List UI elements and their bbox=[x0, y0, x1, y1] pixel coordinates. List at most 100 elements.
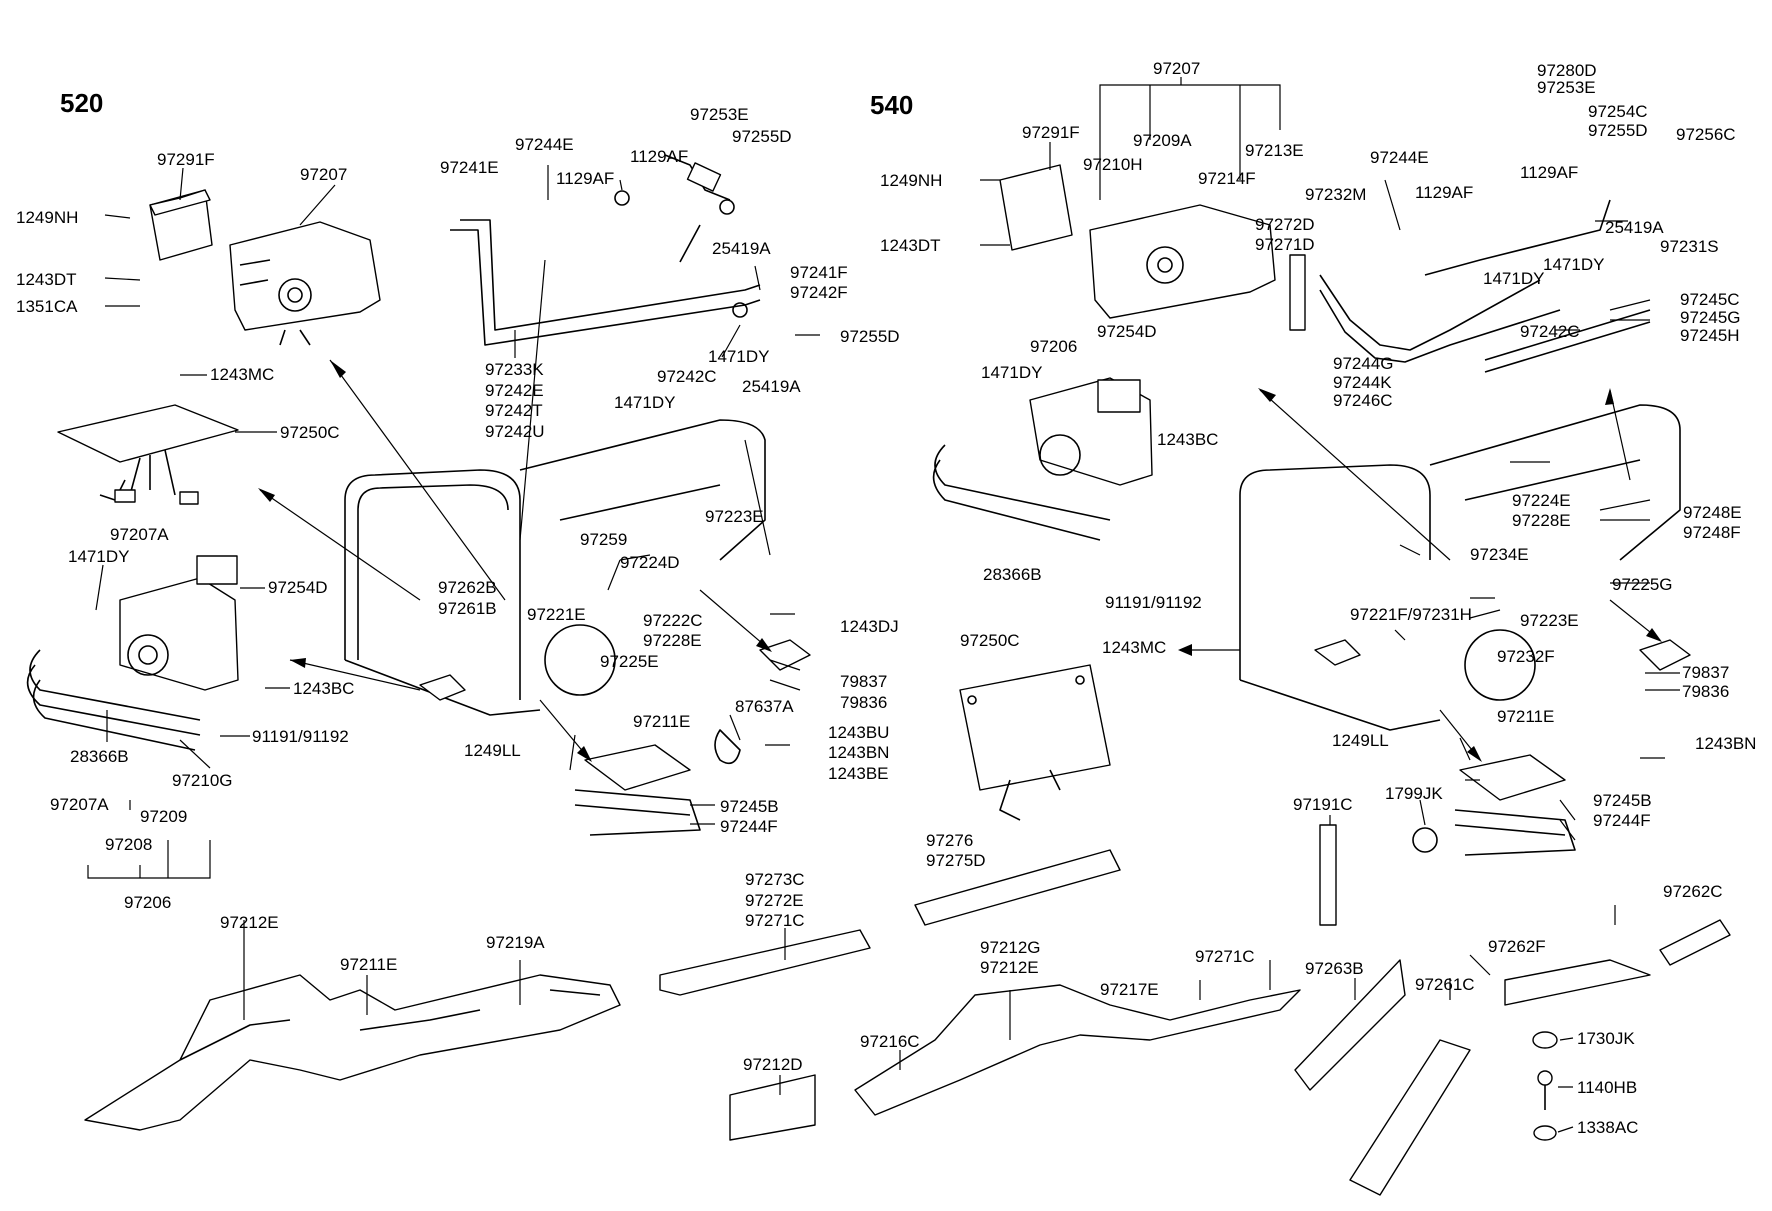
part-label: 1471DY bbox=[614, 393, 675, 412]
part-label: 97280D bbox=[1537, 61, 1597, 80]
part-label: 97254D bbox=[268, 578, 328, 597]
part-label: 1129AF bbox=[630, 147, 688, 166]
vehicle-body-540 bbox=[1239, 404, 1681, 731]
labels-540: 97207 97291F 97209A 97213E 97210H 97214F… bbox=[860, 59, 1756, 1137]
part-label: 97291F bbox=[1022, 123, 1080, 142]
part-label: 97228E bbox=[1512, 511, 1571, 530]
part-label: 97223E bbox=[1520, 611, 1579, 630]
part-label: 1243DT bbox=[16, 270, 76, 289]
fasteners-540 bbox=[1532, 1031, 1558, 1141]
part-label: 97206 bbox=[124, 893, 171, 912]
part-label: 97209 bbox=[140, 807, 187, 826]
part-label: 97254C bbox=[1588, 102, 1648, 121]
part-label: 97255D bbox=[1588, 121, 1648, 140]
part-label: 1338AC bbox=[1577, 1118, 1638, 1137]
part-label: 97212E bbox=[220, 913, 279, 932]
part-label: 1243BN bbox=[1695, 734, 1756, 753]
part-label: 97245B bbox=[1593, 791, 1652, 810]
part-label: 28366B bbox=[983, 565, 1042, 584]
part-label: 1243BU bbox=[828, 723, 889, 742]
leader-arrows bbox=[258, 259, 1662, 762]
part-label: 97245H bbox=[1680, 326, 1740, 345]
part-label: 97210H bbox=[1083, 155, 1143, 174]
part-label: 97255D bbox=[732, 127, 792, 146]
part-label: 97242T bbox=[485, 401, 543, 420]
part-label: 97206 bbox=[1030, 337, 1077, 356]
part-label: 97224E bbox=[1512, 491, 1571, 510]
part-label: 97234E bbox=[1470, 545, 1529, 564]
part-label: 97225G bbox=[1612, 575, 1673, 594]
part-label: 97209A bbox=[1133, 131, 1192, 150]
part-label: 97261B bbox=[438, 599, 497, 618]
heater-unit-540 bbox=[999, 164, 1276, 319]
part-label: 1471DY bbox=[1543, 255, 1604, 274]
part-label: 97219A bbox=[486, 933, 545, 952]
part-label: 97242C bbox=[657, 367, 717, 386]
part-label: 97210G bbox=[172, 771, 233, 790]
part-label: 97256C bbox=[1676, 125, 1736, 144]
part-label: 97217E bbox=[1100, 980, 1159, 999]
part-label: 97254D bbox=[1097, 322, 1157, 341]
section-title-520: 520 bbox=[60, 88, 103, 118]
part-label: 97253E bbox=[690, 105, 749, 124]
part-label: 97213E bbox=[1245, 141, 1304, 160]
part-label: 1351CA bbox=[16, 297, 78, 316]
duct-clips-540 bbox=[1314, 639, 1691, 926]
part-label: 1730JK bbox=[1577, 1029, 1635, 1048]
hose-assembly-520-top bbox=[450, 154, 761, 346]
part-label: 97250C bbox=[960, 631, 1020, 650]
part-label: 97242E bbox=[485, 381, 544, 400]
hose-assembly-540-top bbox=[1289, 199, 1651, 373]
part-label: 97224D bbox=[620, 553, 680, 572]
part-label: 97232F bbox=[1497, 647, 1555, 666]
floor-duct-520 bbox=[84, 974, 621, 1131]
part-label: 97245B bbox=[720, 797, 779, 816]
part-label: 97291F bbox=[157, 150, 215, 169]
part-label: 1471DY bbox=[1483, 269, 1544, 288]
part-label: 97233K bbox=[485, 360, 544, 379]
part-label: 97245C bbox=[1680, 290, 1740, 309]
part-label: 97262C bbox=[1663, 882, 1723, 901]
part-label: 97211E bbox=[340, 955, 397, 974]
part-label: 1129AF bbox=[1415, 183, 1473, 202]
part-label: 97228E bbox=[643, 631, 702, 650]
part-label: 1243BN bbox=[828, 743, 889, 762]
leader-lines bbox=[87, 77, 1680, 1133]
part-label: 97208 bbox=[105, 835, 152, 854]
part-label: 1140HB bbox=[1577, 1078, 1637, 1097]
part-label: 1799JK bbox=[1385, 784, 1443, 803]
part-label: 25419A bbox=[1605, 218, 1664, 237]
part-label: 97207A bbox=[50, 795, 109, 814]
part-label: 79836 bbox=[1682, 682, 1729, 701]
duct-clips-520 bbox=[419, 639, 811, 836]
part-label: 97276 bbox=[926, 831, 973, 850]
part-label: 1243BC bbox=[293, 679, 354, 698]
blower-motor-540 bbox=[932, 377, 1153, 541]
part-label: 1243DT bbox=[880, 236, 940, 255]
part-label: 25419A bbox=[742, 377, 801, 396]
part-label: 97231S bbox=[1660, 237, 1719, 256]
part-label: 97248F bbox=[1683, 523, 1741, 542]
heater-unit-520 bbox=[149, 189, 381, 346]
part-label: 97262B bbox=[438, 578, 497, 597]
part-label: 1243BE bbox=[828, 764, 889, 783]
blower-motor-520 bbox=[26, 555, 239, 751]
part-label: 97221F/97231H bbox=[1350, 605, 1472, 624]
part-label: 25419A bbox=[712, 239, 771, 258]
part-label: 97241F bbox=[790, 263, 848, 282]
part-label: 97244E bbox=[1370, 148, 1429, 167]
part-label: 97207 bbox=[300, 165, 347, 184]
part-label: 1129AF bbox=[1520, 163, 1578, 182]
part-label: 97212D bbox=[743, 1055, 803, 1074]
part-label: 97271C bbox=[745, 911, 805, 930]
control-panel-520 bbox=[57, 404, 239, 505]
part-label: 97272E bbox=[745, 891, 804, 910]
rear-ducts-520 bbox=[659, 929, 871, 1141]
section-title-540: 540 bbox=[870, 90, 913, 120]
part-label: 97261C bbox=[1415, 975, 1475, 994]
part-label: 97212G bbox=[980, 938, 1041, 957]
part-label: 97244E bbox=[515, 135, 574, 154]
part-label: 97271C bbox=[1195, 947, 1255, 966]
part-label: 1249NH bbox=[880, 171, 942, 190]
part-label: 97214F bbox=[1198, 169, 1256, 188]
